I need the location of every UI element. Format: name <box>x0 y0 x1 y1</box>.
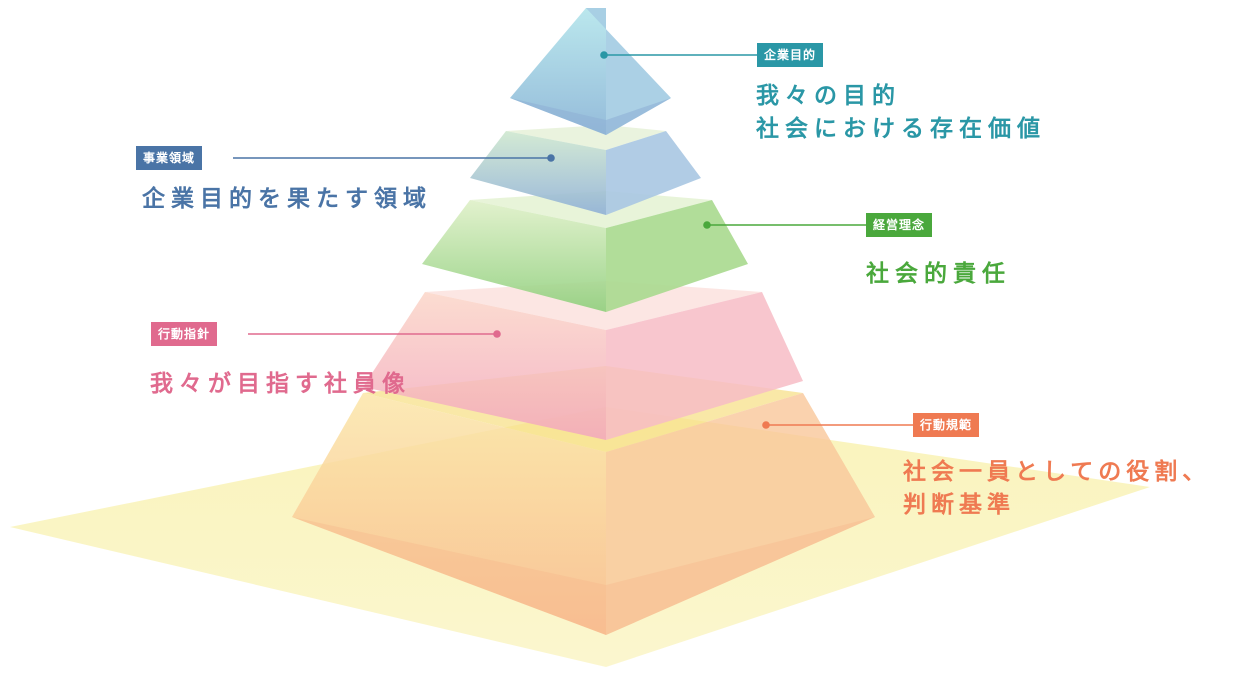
desc-purpose: 我々の目的 社会における存在価値 <box>756 80 1046 146</box>
desc-norms-line-1: 社会一員としての役割、 <box>903 459 1211 485</box>
tag-domain: 事業領域 <box>136 146 203 170</box>
leader-dot-philosophy <box>703 221 711 229</box>
desc-guideline-line-1: 我々が目指す社員像 <box>150 371 411 397</box>
leader-dot-domain <box>547 154 555 162</box>
layer-purpose-shape <box>510 8 671 135</box>
leader-dot-purpose <box>600 51 608 59</box>
tag-guideline: 行動指針 <box>151 322 218 346</box>
desc-domain: 企業目的を果たす領域 <box>142 183 432 216</box>
layer-domain-shape <box>470 125 701 215</box>
leader-dot-guideline <box>493 330 501 338</box>
desc-purpose-line-2: 社会における存在価値 <box>756 116 1046 142</box>
desc-domain-line-1: 企業目的を果たす領域 <box>142 186 432 212</box>
tag-philosophy: 経営理念 <box>866 213 933 237</box>
desc-norms-line-2: 判断基準 <box>903 492 1015 518</box>
desc-philosophy-line-1: 社会的責任 <box>866 261 1011 287</box>
tag-norms: 行動規範 <box>913 413 980 437</box>
desc-guideline: 我々が目指す社員像 <box>150 368 411 401</box>
desc-philosophy: 社会的責任 <box>866 258 1011 291</box>
desc-purpose-line-1: 我々の目的 <box>756 83 901 109</box>
leader-dot-norms <box>762 421 770 429</box>
desc-norms: 社会一員としての役割、 判断基準 <box>903 456 1210 522</box>
tag-purpose: 企業目的 <box>757 43 824 67</box>
